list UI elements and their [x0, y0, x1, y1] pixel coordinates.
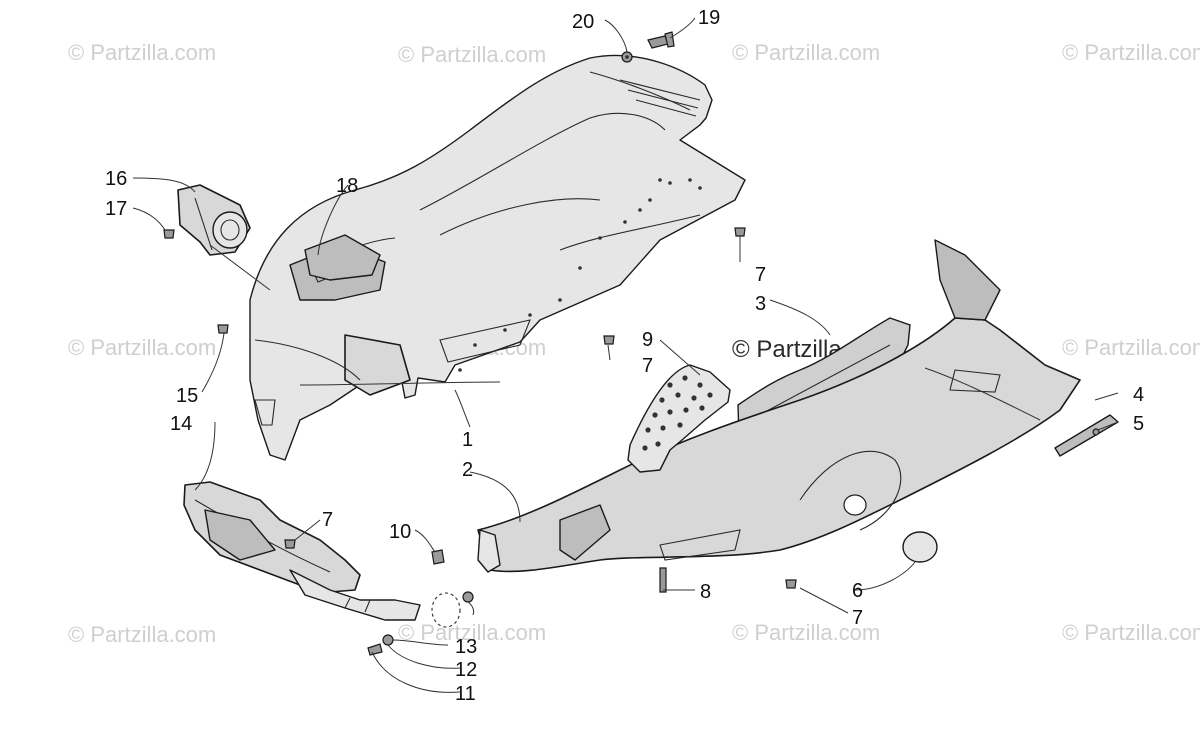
callout-6: 6 — [852, 580, 863, 602]
part-18-liner — [304, 234, 381, 281]
watermark-layer: © Partzilla.com © Partzilla.com © Partzi… — [68, 40, 1200, 647]
callout-7-upper: 7 — [755, 264, 766, 286]
mounting-holes — [458, 178, 702, 372]
callout-15: 15 — [176, 385, 198, 407]
rivet-5 — [1092, 428, 1100, 436]
screw-7-bumper — [284, 539, 296, 549]
part-4-plate — [1054, 414, 1119, 457]
callout-14: 14 — [170, 413, 192, 435]
washer-12 — [382, 634, 394, 646]
screw-15 — [217, 324, 229, 334]
screw-17 — [163, 229, 175, 239]
nut-13 — [462, 591, 474, 603]
bolt-11 — [367, 643, 383, 656]
watermark: © Partzilla.com — [398, 42, 546, 67]
watermark: © Partzilla.com — [732, 40, 880, 65]
callout-4: 4 — [1133, 384, 1144, 406]
callout-2: 2 — [462, 459, 473, 481]
bolt-19 — [647, 31, 675, 49]
rivet-8 — [659, 567, 667, 593]
screw-7-top — [734, 227, 746, 237]
watermark: © Partzilla.com — [1062, 335, 1200, 360]
callout-5: 5 — [1133, 413, 1144, 435]
leader-lines — [132, 17, 1119, 693]
part-9-foot-plate — [627, 364, 731, 473]
plate-holes — [642, 375, 713, 451]
callout-19: 19 — [698, 7, 720, 29]
callout-12: 12 — [455, 659, 477, 681]
watermark: © Partzilla.com — [1062, 40, 1200, 65]
callout-7-lower: 7 — [852, 607, 863, 629]
hardware — [163, 31, 1100, 656]
callout-7-bumper: 7 — [322, 509, 333, 531]
part-6-plug — [843, 494, 938, 563]
part-16-boot — [177, 184, 251, 256]
watermark: © Partzilla.com — [68, 622, 216, 647]
callout-10: 10 — [389, 521, 411, 543]
watermark: © Partzilla.com — [68, 40, 216, 65]
callout-7-middle: 7 — [642, 355, 653, 377]
callout-20: 20 — [572, 11, 594, 33]
callout-8: 8 — [700, 581, 711, 603]
callout-16: 16 — [105, 168, 127, 190]
callout-17: 17 — [105, 198, 127, 220]
callout-13: 13 — [455, 636, 477, 658]
watermark: © Partzilla.com — [1062, 620, 1200, 645]
callout-11: 11 — [455, 683, 476, 705]
watermark: © Partzilla.com — [398, 620, 546, 645]
callout-18: 18 — [336, 175, 358, 197]
watermark: © Partzilla.com — [68, 335, 216, 360]
callout-9: 9 — [642, 329, 653, 351]
callout-labels: 20 19 16 17 18 7 3 9 7 15 14 1 2 4 5 7 1… — [105, 7, 1144, 705]
callout-1: 1 — [462, 429, 473, 451]
callout-3: 3 — [755, 293, 766, 315]
screw-7-bottom — [785, 579, 797, 589]
clip-10 — [431, 549, 445, 565]
watermark: © Partzilla.com — [732, 620, 880, 645]
screw-7-mid — [603, 335, 615, 345]
part-14-front-bumper — [183, 481, 421, 621]
